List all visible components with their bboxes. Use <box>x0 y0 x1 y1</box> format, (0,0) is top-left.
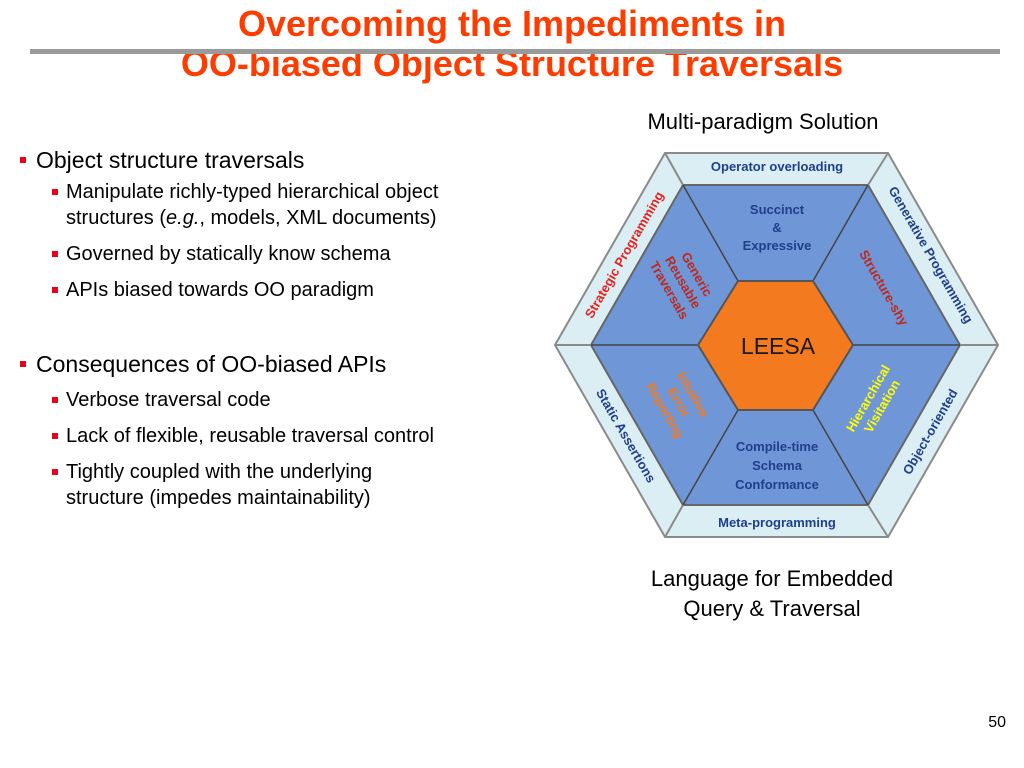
bullet-text-continued: structures (e.g., models, XML documents) <box>66 205 578 231</box>
sub-bullet: Lack of flexible, reusable traversal con… <box>18 423 578 449</box>
bullet-text-part: , models, XML documents) <box>199 207 437 229</box>
title-line-1: Overcoming the Impediments in <box>237 3 787 44</box>
bullet-square-icon <box>52 397 58 403</box>
bullet-square-icon <box>52 287 58 293</box>
bullet-square-icon <box>20 361 26 367</box>
bullet-square-icon <box>52 469 58 475</box>
center-hexagon <box>696 280 855 411</box>
outer-label-bottom: Meta-programming <box>718 515 836 530</box>
middle-label-line: & <box>772 220 781 235</box>
bullet-text: Governed by statically know schema <box>66 243 391 265</box>
bullet-text: Tightly coupled with the underlying <box>66 461 373 483</box>
diagram-caption-bottom: Language for Embedded Query & Traversal <box>600 564 944 624</box>
bullet-list: Object structure traversals Manipulate r… <box>18 145 578 511</box>
bullet-text: Object structure traversals <box>36 147 305 173</box>
title-divider <box>30 49 1000 54</box>
middle-label-line: Expressive <box>743 238 812 253</box>
bullet-text: APIs biased towards OO paradigm <box>66 279 374 301</box>
bullet-text-emphasis: e.g. <box>166 207 200 229</box>
middle-label-top: Succinct & Expressive <box>743 202 812 253</box>
bullet-text: Consequences of OO-biased APIs <box>36 351 387 377</box>
sub-bullet: Governed by statically know schema <box>18 241 578 267</box>
bullet-text: Verbose traversal code <box>66 389 271 411</box>
caption-line: Language for Embedded <box>650 566 894 591</box>
middle-label-bottom: Compile-time Schema Conformance <box>735 439 819 492</box>
sub-bullet: Manipulate richly-typed hierarchical obj… <box>18 179 578 231</box>
outer-dividers <box>555 152 998 538</box>
diagram-caption-top: Multi-paradigm Solution <box>647 109 879 134</box>
bullet-text-part: structures ( <box>66 207 167 229</box>
middle-label-line: Compile-time <box>736 439 818 454</box>
bullet-text: Manipulate richly-typed hierarchical obj… <box>66 181 439 203</box>
bullet-heading-traversals: Object structure traversals <box>18 145 578 175</box>
page-number: 50 <box>988 714 1006 731</box>
bullet-text-continued: structure (impedes maintainability) <box>66 487 371 509</box>
caption-line: Query & Traversal <box>683 596 861 621</box>
sub-bullet: APIs biased towards OO paradigm <box>18 277 578 303</box>
middle-label-line: Schema <box>752 458 803 473</box>
center-label: LEESA <box>741 333 816 359</box>
bullet-text: Lack of flexible, reusable traversal con… <box>66 425 434 447</box>
bullet-square-icon <box>52 189 58 195</box>
middle-label-line: Conformance <box>735 477 819 492</box>
sub-bullet: Tightly coupled with the underlying stru… <box>18 459 578 511</box>
bullet-square-icon <box>52 433 58 439</box>
sub-bullet: Verbose traversal code <box>18 387 578 413</box>
middle-dividers <box>591 184 960 506</box>
bullet-square-icon <box>52 251 58 257</box>
middle-label-line: Succinct <box>750 202 805 217</box>
bullet-heading-consequences: Consequences of OO-biased APIs <box>18 349 578 379</box>
bullet-square-icon <box>20 157 26 163</box>
outer-label-top: Operator overloading <box>711 159 843 174</box>
